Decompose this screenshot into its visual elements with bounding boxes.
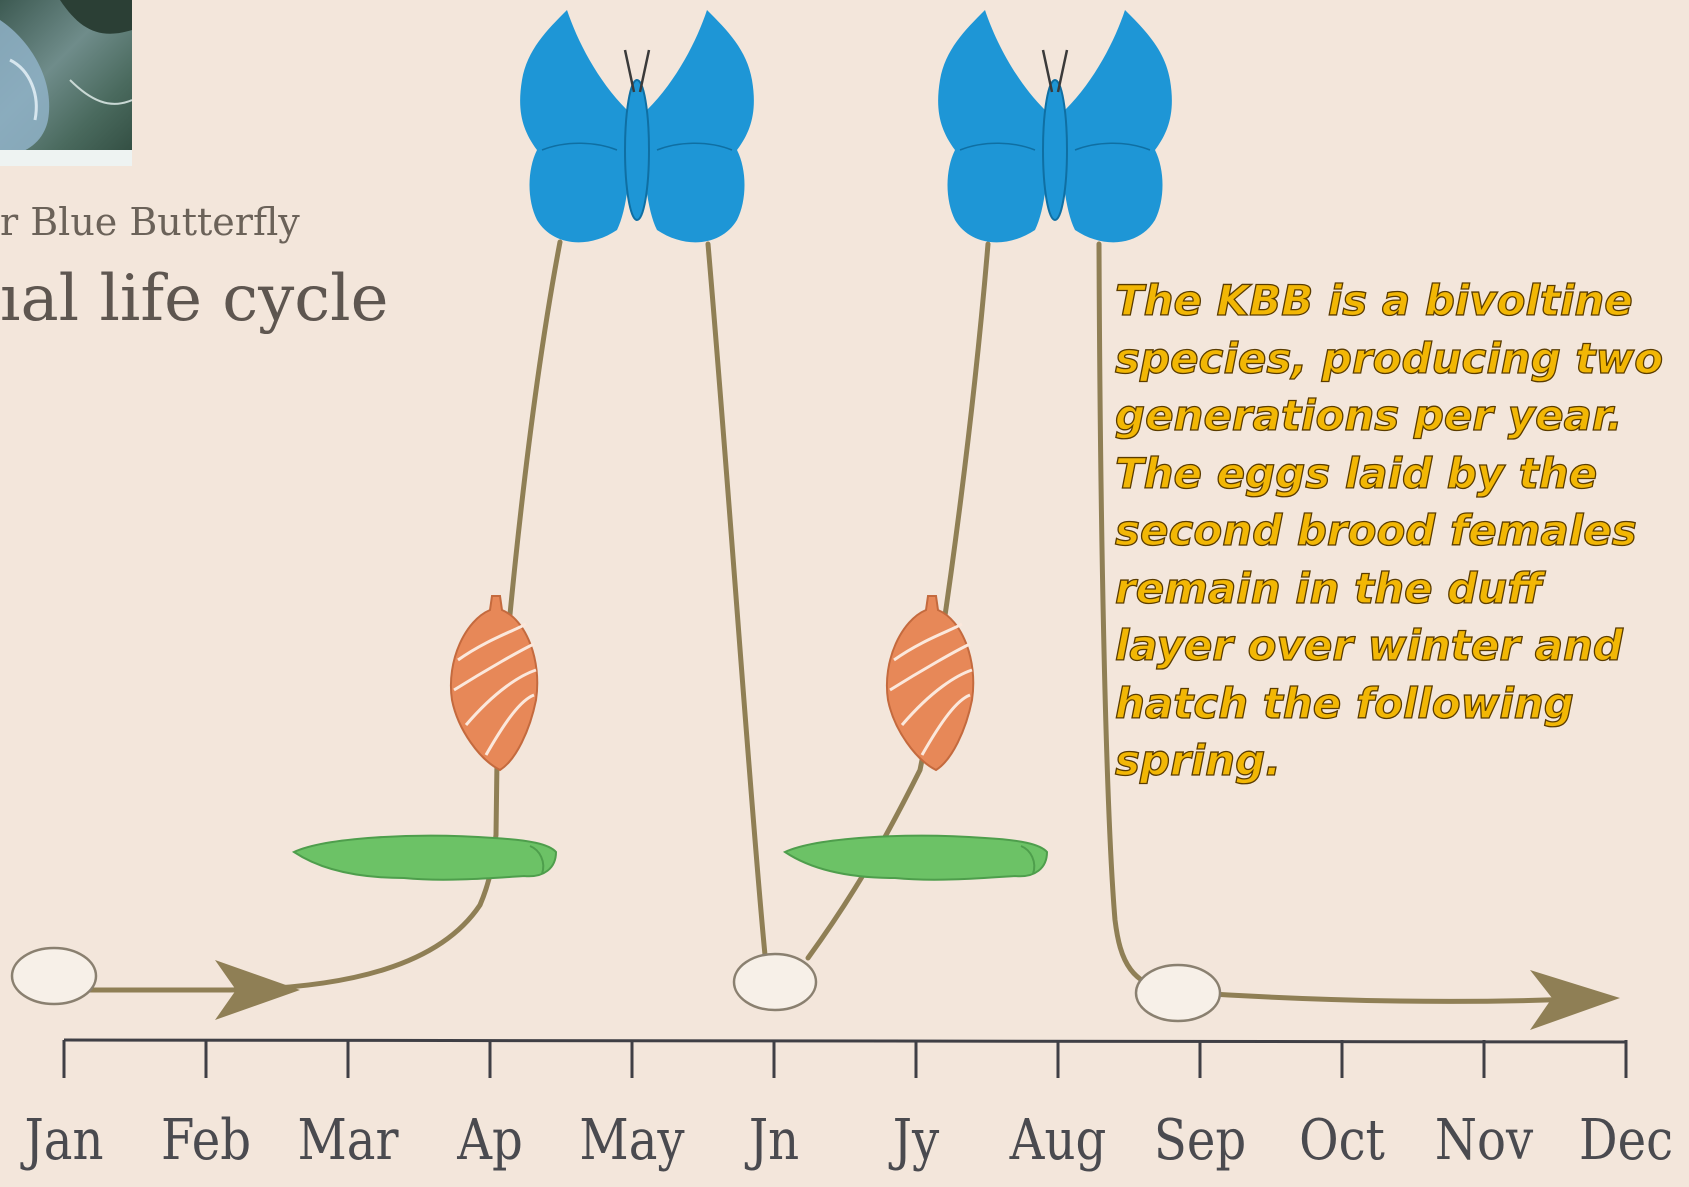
pupa-icon <box>451 596 537 770</box>
egg-icon <box>12 948 96 1004</box>
month-label: Sep <box>1154 1108 1246 1178</box>
larva-icon <box>294 836 556 880</box>
butterfly-icon <box>938 10 1172 242</box>
larva-icon <box>785 836 1047 880</box>
month-label: Dec <box>1579 1108 1673 1178</box>
callout-text: The KBB is a bivoltine species, producin… <box>1115 272 1685 790</box>
month-label: Mar <box>297 1108 398 1178</box>
axis-line <box>64 1040 1626 1042</box>
pupa-icon <box>887 596 973 770</box>
timeline-axis <box>64 1040 1626 1078</box>
pupae <box>451 596 973 770</box>
larvae <box>294 836 1047 880</box>
month-label: Nov <box>1435 1108 1533 1178</box>
path-adult1-to-egg <box>708 244 765 955</box>
month-label: Feb <box>161 1108 251 1178</box>
month-label: Jan <box>24 1108 103 1178</box>
month-label: Oct <box>1299 1108 1385 1178</box>
eggs <box>12 948 1220 1021</box>
axis-ticks <box>64 1040 1626 1078</box>
arrowheads <box>215 960 1620 1030</box>
butterflies <box>520 10 1172 242</box>
month-label: Ap <box>457 1108 523 1178</box>
month-label: May <box>579 1108 684 1178</box>
month-label: Jn <box>749 1108 799 1178</box>
month-label: Jy <box>893 1108 940 1178</box>
egg-icon <box>1136 965 1220 1021</box>
butterfly-icon <box>520 10 754 242</box>
month-label: Aug <box>1010 1108 1107 1178</box>
egg-icon <box>734 954 816 1010</box>
